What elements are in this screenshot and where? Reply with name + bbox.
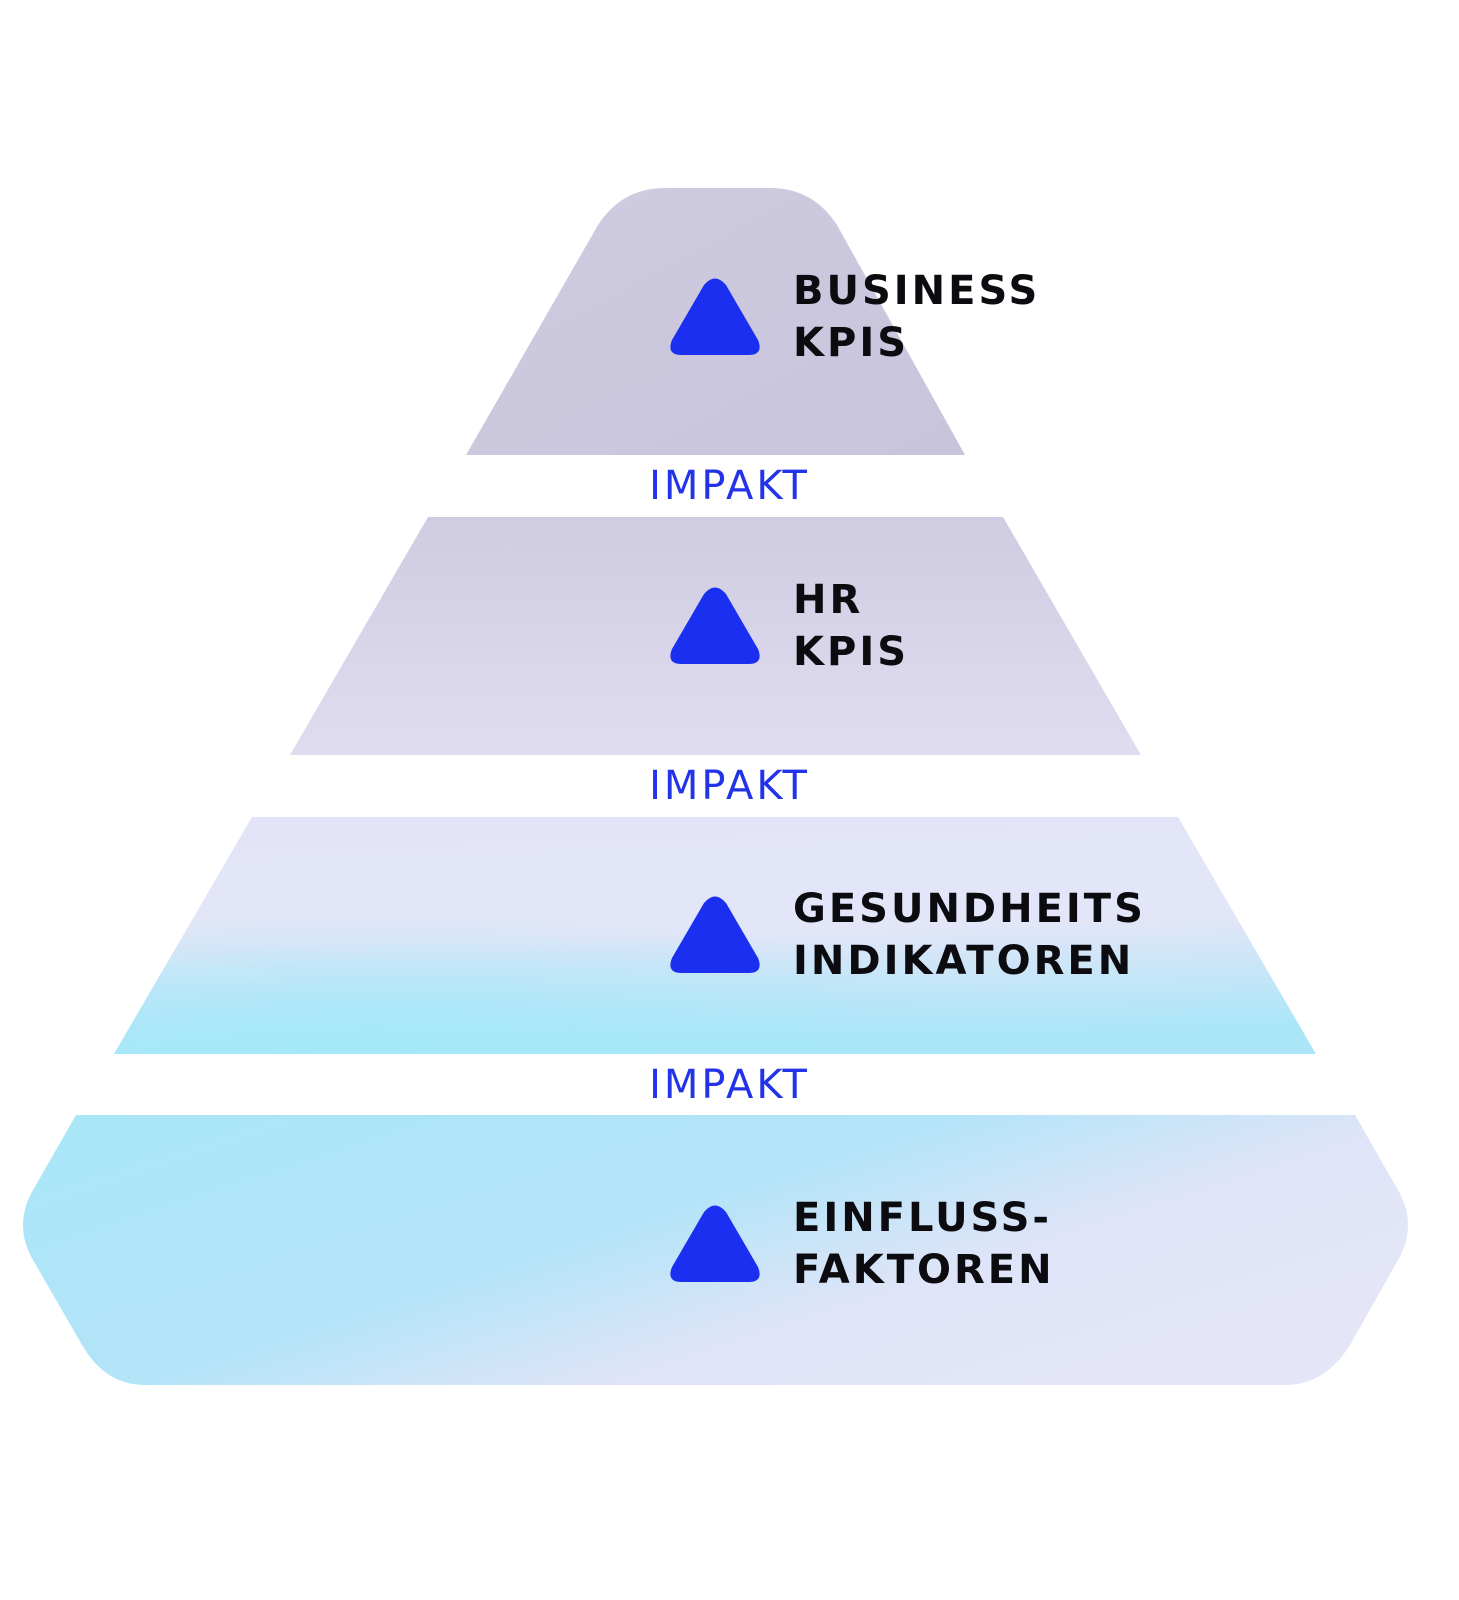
- triangle-icon: [670, 1205, 760, 1282]
- triangle-icon: [670, 896, 760, 973]
- tier-label-line2: FAKTOREN: [793, 1247, 1055, 1293]
- tier-label-hr-kpis: HR KPIS: [793, 574, 909, 678]
- impakt-connector-3: IMPAKT: [649, 1062, 810, 1108]
- tier-label-business-kpis: BUSINESS KPIS: [793, 265, 1040, 369]
- tier-label-gesundheits-indikatoren: GESUNDHEITS INDIKATOREN: [793, 883, 1146, 987]
- tier-label-line1: GESUNDHEITS: [793, 886, 1146, 932]
- impakt-connector-2: IMPAKT: [649, 763, 810, 809]
- tier-label-line1: HR: [793, 577, 864, 623]
- impakt-connector-1: IMPAKT: [649, 463, 810, 509]
- tier-label-line2: INDIKATOREN: [793, 938, 1135, 984]
- triangle-icon: [670, 587, 760, 664]
- tier-label-line2: KPIS: [793, 320, 910, 366]
- tier-label-line1: EINFLUSS-: [793, 1195, 1052, 1241]
- tier-label-einfluss-faktoren: EINFLUSS- FAKTOREN: [793, 1192, 1055, 1296]
- tier-label-line2: KPIS: [793, 629, 910, 675]
- tier-label-line1: BUSINESS: [793, 268, 1041, 314]
- triangle-icon: [670, 278, 760, 355]
